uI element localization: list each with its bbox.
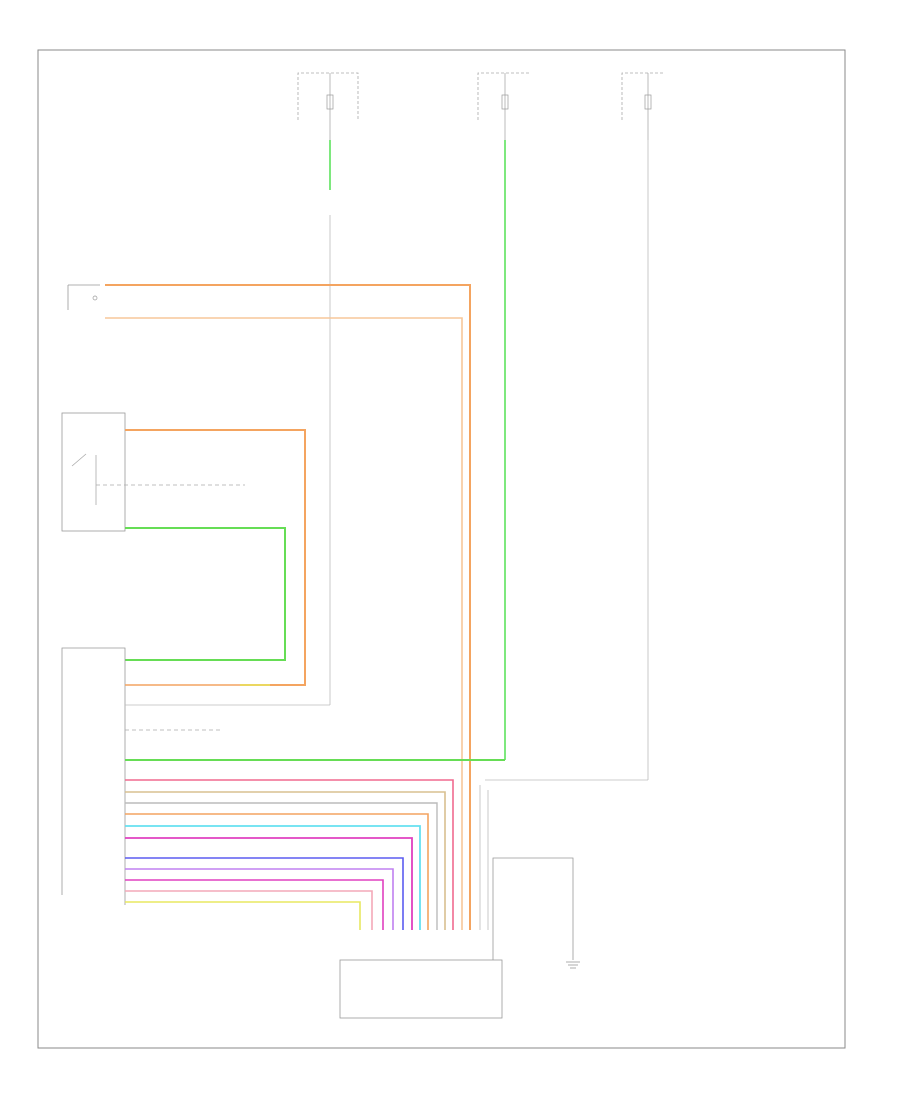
wire-yellow-1 [125, 901, 361, 930]
wire-orange-4 [125, 813, 429, 930]
wire-gray-3 [125, 802, 438, 930]
fuse-box-3 [621, 72, 665, 140]
wire-blue-1 [125, 857, 404, 930]
wire-orange-1 [105, 284, 471, 930]
switch-1 [67, 284, 100, 310]
wire-cyan-1 [125, 825, 421, 930]
wire-lightpink-1 [125, 890, 373, 930]
fuse-box-2 [477, 72, 530, 140]
wire-violet-1 [125, 868, 394, 930]
fuse-box-1 [297, 72, 359, 140]
connector [339, 959, 503, 1019]
switch-2 [61, 412, 126, 532]
fuse-3-icon [644, 94, 652, 110]
wire-green-1 [125, 527, 286, 661]
diagram-frame [37, 49, 846, 1049]
wire-pink-1 [125, 779, 454, 930]
fuse-2-icon [501, 94, 509, 110]
wire-ground [492, 857, 574, 960]
wire-orange-2 [125, 429, 306, 686]
wire-tan-1 [125, 791, 446, 930]
wire-magenta-2 [125, 879, 384, 930]
wire-lightorange-1 [105, 317, 463, 930]
wire-magenta-1 [125, 837, 413, 930]
module [61, 647, 126, 905]
fuse-1-icon [326, 94, 334, 110]
ground-symbol [566, 961, 580, 969]
switch-1-contact-icon [92, 295, 98, 301]
